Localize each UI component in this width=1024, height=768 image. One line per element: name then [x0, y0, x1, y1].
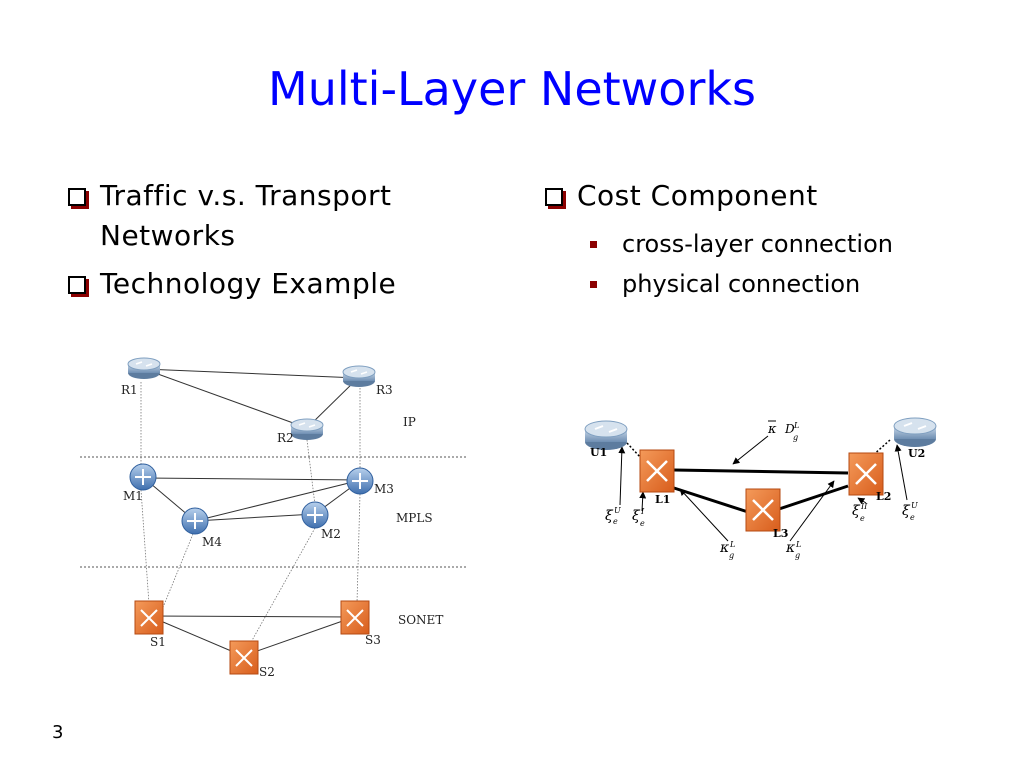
- xi-ii-symbol: ξ II e: [852, 502, 868, 523]
- sonet-links: [148, 615, 355, 657]
- svg-text:κ: κ: [719, 540, 729, 556]
- layer-label-sonet: SONET: [398, 613, 443, 627]
- svg-text:U: U: [911, 501, 918, 510]
- left-network-diagram: R1 R3 R2 IP M1 M3 M4 M2 MPLS S1 S3 S2 SO…: [80, 357, 466, 679]
- right-cost-diagram: U1 U2 L1 L2 L3 κ D L g ξ U e ξ I e κ L g…: [584, 417, 937, 560]
- svg-text:e: e: [613, 517, 618, 526]
- svg-text:L: L: [793, 421, 799, 430]
- bullet-text: Traffic v.s. Transport Networks: [100, 179, 392, 252]
- bullet-text: Cost Component: [577, 179, 818, 212]
- checkbox-bullet-icon: [545, 188, 563, 206]
- node-label-m1: M1: [123, 489, 143, 503]
- router-icon: [290, 418, 324, 440]
- bullet-text: Technology Example: [100, 267, 397, 300]
- svg-text:κ: κ: [767, 422, 777, 437]
- node-label-r3: R3: [376, 383, 393, 397]
- bullet-item: Traffic v.s. Transport Networks: [65, 176, 485, 256]
- square-bullet-icon: [590, 240, 597, 248]
- layer-label-mpls: MPLS: [396, 511, 433, 525]
- node-label-s3: S3: [365, 633, 381, 647]
- mpls-router-icon: [346, 467, 374, 495]
- svg-text:I: I: [640, 507, 645, 516]
- kappa-right-symbol: κ L g: [785, 540, 801, 560]
- router-icon: [127, 357, 161, 379]
- page-number: 3: [52, 722, 64, 743]
- optical-switch-icon: [639, 449, 675, 493]
- mpls-router-icon: [129, 463, 157, 491]
- node-label-m4: M4: [202, 535, 222, 549]
- svg-text:ξ: ξ: [852, 503, 861, 519]
- kappa-bar-d-symbol: κ D L g: [767, 420, 799, 442]
- bullet-item: Cost Component: [542, 176, 982, 216]
- node-label-s1: S1: [150, 635, 166, 649]
- node-label-r1: R1: [121, 383, 138, 397]
- svg-text:II: II: [860, 502, 868, 511]
- sub-bullet-item: cross-layer connection: [590, 224, 982, 264]
- node-label-s2: S2: [259, 665, 275, 679]
- node-label-l3: L3: [773, 527, 788, 540]
- optical-switch-icon: [745, 488, 781, 532]
- optical-switch-icon: [340, 600, 370, 635]
- svg-text:U: U: [614, 506, 621, 515]
- node-label-u2: U2: [908, 447, 925, 460]
- svg-text:g: g: [795, 551, 800, 560]
- node-label-l1: L1: [655, 493, 670, 506]
- svg-text:ξ: ξ: [632, 508, 641, 524]
- ip-links: [143, 368, 359, 429]
- svg-text:ξ: ξ: [902, 503, 911, 519]
- svg-text:g: g: [793, 433, 798, 442]
- kappa-left-symbol: κ L g: [719, 540, 735, 560]
- slide-title: Multi-Layer Networks: [268, 62, 756, 116]
- xi-u-right-symbol: ξ U e: [902, 501, 918, 522]
- sub-bullet-item: physical connection: [590, 264, 982, 304]
- optical-switch-icon: [848, 452, 884, 496]
- mpls-router-icon: [301, 501, 329, 529]
- svg-text:g: g: [729, 551, 734, 560]
- layer-label-ip: IP: [403, 415, 416, 429]
- annotation-arrows: [618, 435, 908, 542]
- router-icon: [893, 417, 937, 447]
- sub-bullet-text: cross-layer connection: [622, 230, 893, 258]
- checkbox-bullet-icon: [68, 276, 86, 294]
- router-icon: [584, 420, 628, 450]
- square-bullet-icon: [590, 280, 597, 288]
- node-label-m2: M2: [321, 527, 341, 541]
- node-label-l2: L2: [876, 490, 891, 503]
- xi-i-symbol: ξ I e: [632, 507, 645, 528]
- router-icon: [342, 365, 376, 387]
- sub-bullet-text: physical connection: [622, 270, 861, 298]
- checkbox-bullet-icon: [68, 188, 86, 206]
- bullet-item: Technology Example: [65, 264, 485, 304]
- svg-text:L: L: [795, 540, 801, 549]
- xi-u-left-symbol: ξ U e: [605, 506, 621, 526]
- svg-text:D: D: [784, 422, 795, 436]
- svg-text:e: e: [860, 514, 865, 523]
- optical-switch-icon: [229, 640, 259, 675]
- svg-text:e: e: [640, 519, 645, 528]
- svg-text:κ: κ: [785, 540, 795, 556]
- svg-text:ξ: ξ: [605, 508, 614, 524]
- optical-switch-icon: [134, 600, 164, 635]
- node-label-m3: M3: [374, 482, 394, 496]
- node-label-r2: R2: [277, 431, 294, 445]
- node-label-u1: U1: [590, 446, 607, 459]
- right-bullet-list: Cost Component cross-layer connection ph…: [542, 176, 982, 304]
- svg-text:e: e: [910, 513, 915, 522]
- svg-text:L: L: [729, 540, 735, 549]
- left-bullet-list: Traffic v.s. Transport Networks Technolo…: [65, 176, 485, 312]
- mpls-router-icon: [181, 507, 209, 535]
